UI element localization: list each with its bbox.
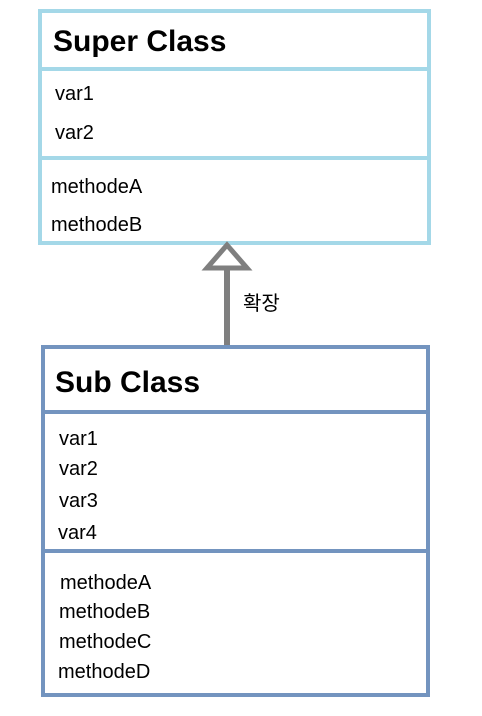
sub-class-title-divider [41, 410, 430, 414]
super-class-attribute-divider [38, 156, 431, 160]
sub-class-attribute: var1 [59, 428, 98, 450]
sub-class-attribute: var3 [59, 490, 98, 512]
sub-class-box: Sub Class var1 var2 var3 var4 methodeA m… [41, 345, 430, 697]
inheritance-arrow-head [201, 241, 253, 271]
super-class-attribute: var1 [55, 83, 94, 105]
sub-class-attribute: var2 [59, 458, 98, 480]
super-class-title-divider [38, 67, 431, 71]
super-class-box: Super Class var1 var2 methodeA methodeB [38, 9, 431, 245]
sub-class-method: methodeA [60, 572, 152, 594]
sub-class-method: methodeC [59, 631, 152, 653]
relation-label: 확장 [243, 291, 280, 315]
super-class-method: methodeA [51, 176, 143, 198]
super-class-attribute: var2 [55, 122, 94, 144]
sub-class-method: methodeB [59, 601, 151, 623]
super-class-title: Super Class [53, 25, 227, 58]
sub-class-attribute-divider [41, 549, 430, 553]
sub-class-method: methodeD [58, 661, 151, 683]
super-class-method: methodeB [51, 214, 143, 236]
sub-class-attribute: var4 [58, 522, 97, 544]
sub-class-title: Sub Class [55, 366, 201, 399]
